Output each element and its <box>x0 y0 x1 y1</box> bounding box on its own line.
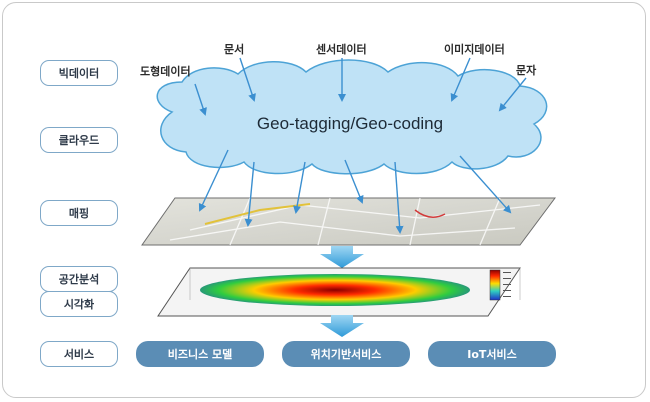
label-mapping: 매핑 <box>40 200 118 226</box>
source-sensor-data: 센서데이터 <box>316 43 367 56</box>
source-document: 문서 <box>224 43 245 56</box>
cloud-title: Geo-tagging/Geo-coding <box>256 114 444 133</box>
source-text: 문자 <box>516 64 537 77</box>
label-visualization: 시각화 <box>40 291 118 317</box>
cloud-shape <box>156 59 548 175</box>
flow-arrow-1 <box>320 246 364 268</box>
label-cloud: 클라우드 <box>40 127 118 153</box>
source-image-data: 이미지데이터 <box>444 43 505 56</box>
colorbar <box>489 269 501 301</box>
service-business-model: 비즈니스 모델 <box>136 341 264 367</box>
map-plane <box>141 197 556 246</box>
flow-arrow-2 <box>320 315 364 337</box>
label-bigdata: 빅데이터 <box>40 60 118 86</box>
source-shape-data: 도형데이터 <box>140 65 191 78</box>
service-location-based: 위치기반서비스 <box>282 341 410 367</box>
service-iot: IoT서비스 <box>428 341 556 367</box>
label-service: 서비스 <box>40 341 118 367</box>
